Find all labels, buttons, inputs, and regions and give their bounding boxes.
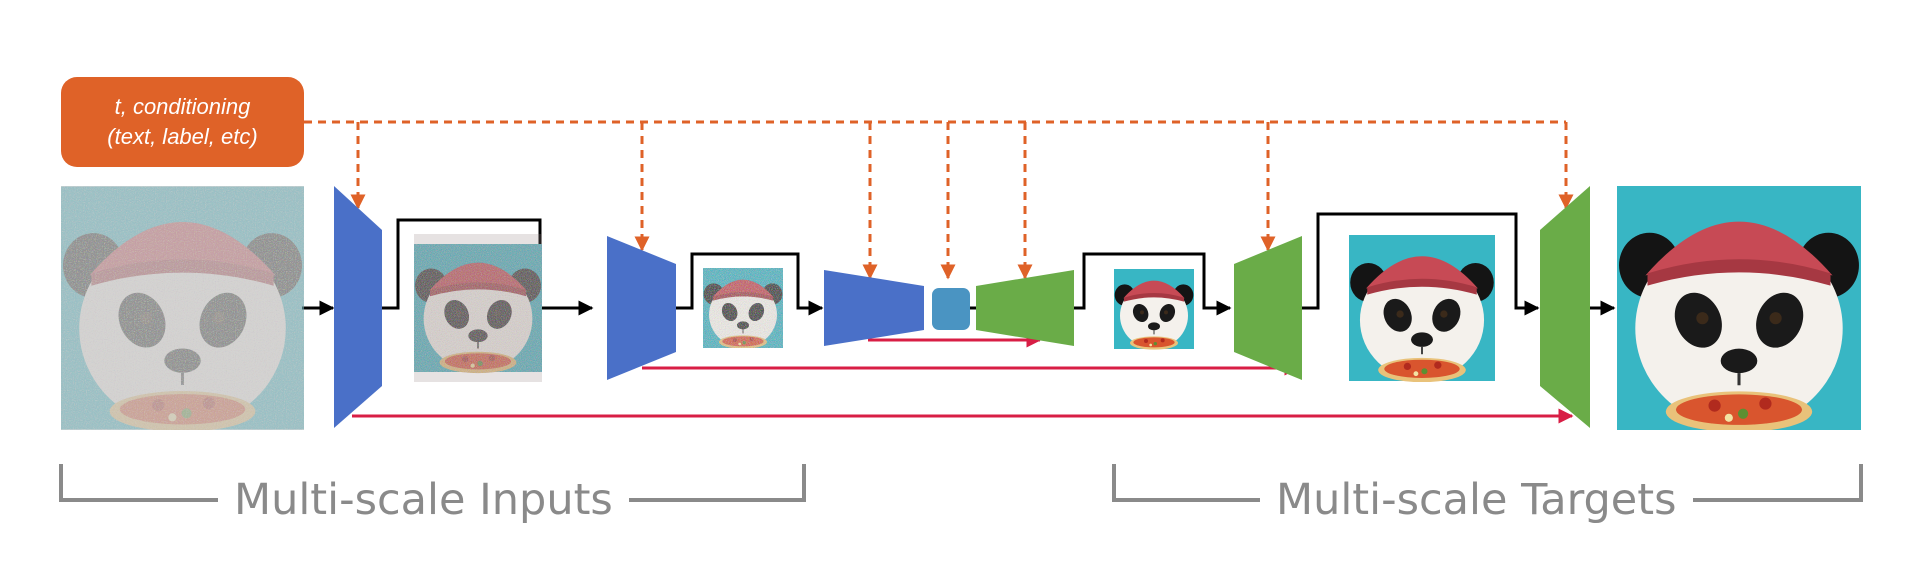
multi-scale-targets-label: Multi-scale Targets bbox=[1260, 470, 1693, 530]
noisy-panda-image-mid bbox=[414, 234, 542, 382]
encoder-block-2 bbox=[607, 236, 676, 380]
panda-image-small bbox=[1114, 268, 1194, 350]
skip-connection-scale4 bbox=[1302, 212, 1540, 316]
encoder-block-1 bbox=[334, 186, 382, 428]
panda-eating-pizza-image bbox=[1617, 186, 1861, 430]
multi-scale-inputs-label: Multi-scale Inputs bbox=[218, 470, 629, 530]
decoder-block-2 bbox=[1234, 236, 1302, 380]
conditioning-label-line2: (text, label, etc) bbox=[107, 124, 258, 149]
bottleneck-block bbox=[932, 288, 970, 330]
panda-image-mid bbox=[1349, 234, 1495, 382]
skip-connection-scale1 bbox=[382, 218, 594, 316]
conditioning-label-line1: t, conditioning bbox=[114, 94, 251, 119]
skip-connection-scale2 bbox=[676, 252, 824, 316]
noisy-panda-image bbox=[61, 186, 304, 430]
decoder-block-3 bbox=[1540, 186, 1590, 428]
conditioning-box: t, conditioning (text, label, etc) bbox=[61, 77, 304, 167]
noisy-panda-image-small bbox=[703, 268, 783, 348]
encoder-block-3 bbox=[824, 270, 924, 346]
decoder-block-1 bbox=[976, 270, 1074, 346]
skip-connection-scale3 bbox=[1072, 252, 1232, 316]
